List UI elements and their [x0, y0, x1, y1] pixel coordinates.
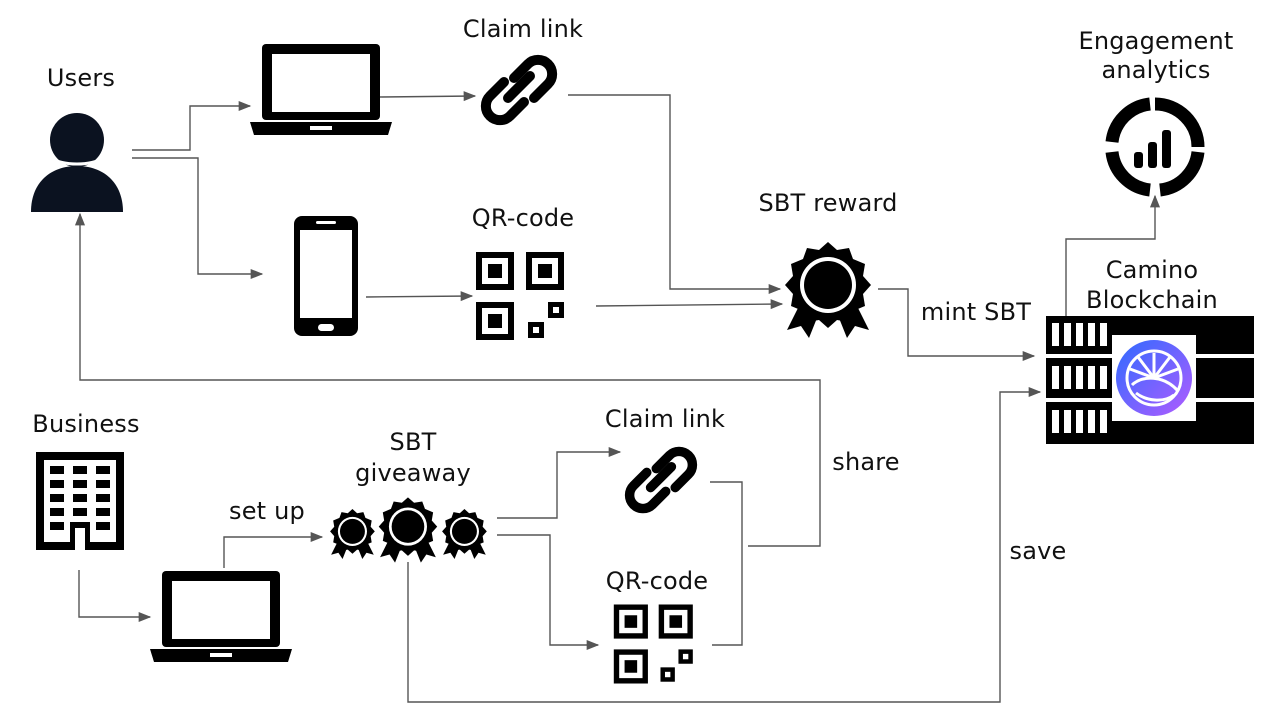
sbt-reward-label: SBT reward — [758, 189, 898, 217]
business-label: Business — [32, 410, 140, 438]
user-icon — [27, 108, 127, 212]
save-label: save — [1009, 537, 1067, 565]
claim-link-top-label: Claim link — [462, 15, 584, 43]
qr-code-bottom-label: QR-code — [605, 567, 709, 595]
share-label: share — [832, 448, 900, 476]
arrow-phone-qr — [365, 291, 474, 302]
arrow-giveaway-qr — [497, 534, 600, 651]
arrow-users-laptop — [132, 100, 252, 151]
arrow-laptop-giveaway — [223, 531, 324, 568]
smartphone-icon — [292, 214, 360, 338]
camino-blockchain-label-line1: Camino — [1105, 256, 1199, 284]
sbt-giveaway-label-line1: SBT — [389, 428, 437, 456]
qr-code-top-label: QR-code — [471, 204, 575, 232]
laptop-icon — [250, 42, 392, 137]
award-badge-icon — [781, 240, 875, 338]
arrow-laptop-claimlink — [379, 91, 477, 102]
camino-logo-icon — [1112, 335, 1196, 421]
analytics-icon — [1104, 96, 1206, 198]
set-up-label: set up — [229, 497, 305, 525]
laptop-icon — [150, 569, 292, 664]
line-claimlink-share — [710, 481, 743, 646]
link-icon — [478, 52, 560, 128]
office-building-icon — [34, 450, 126, 552]
arrow-business-laptop — [78, 570, 152, 623]
badges-group-icon — [326, 496, 496, 566]
mint-sbt-label: mint SBT — [920, 298, 1032, 326]
arrow-claimlink-reward — [568, 94, 782, 295]
qr-code-icon — [612, 602, 700, 686]
arrow-save-blockchain — [407, 386, 1042, 703]
engagement-analytics-label-line1: Engagement — [1078, 27, 1234, 55]
users-label: Users — [46, 64, 116, 92]
claim-link-bottom-label: Claim link — [604, 405, 726, 433]
engagement-analytics-label-line2: analytics — [1101, 56, 1211, 84]
arrow-qr-reward — [595, 299, 784, 310]
link-icon — [622, 444, 700, 516]
arrow-users-phone — [132, 157, 264, 280]
sbt-giveaway-label-line2: giveaway — [355, 459, 471, 487]
qr-code-icon — [474, 250, 572, 342]
camino-blockchain-label-line2: Blockchain — [1086, 286, 1218, 314]
arrow-giveaway-claimlink — [497, 446, 622, 519]
